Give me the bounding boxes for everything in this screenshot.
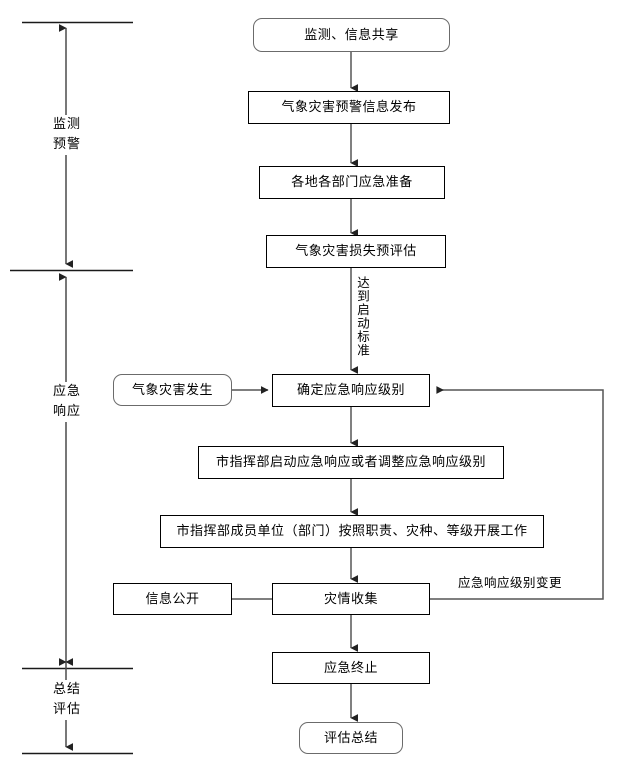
label-activation-standard: 达到启动标准	[355, 276, 370, 364]
phase-label-summary-line2: 评估	[52, 702, 81, 717]
phase-label-monitoring-line2: 预警	[52, 137, 81, 152]
node-info-disclosure[interactable]: 信息公开	[113, 583, 232, 615]
phase-label-response: 应急 响应	[40, 382, 94, 422]
phase-label-monitoring-line1: 监测	[52, 117, 81, 132]
phase-label-response-line2: 响应	[52, 404, 81, 419]
node-emergency-end[interactable]: 应急终止	[272, 652, 430, 684]
phase-label-summary-line1: 总结	[52, 682, 81, 697]
phase-label-summary: 总结 评估	[40, 680, 94, 720]
phase-label-response-line1: 应急	[52, 384, 81, 399]
node-warning-release[interactable]: 气象灾害预警信息发布	[248, 91, 450, 124]
node-hq-activate[interactable]: 市指挥部启动应急响应或者调整应急响应级别	[198, 446, 504, 479]
node-disaster-occurs[interactable]: 气象灾害发生	[113, 374, 232, 406]
node-disaster-collect[interactable]: 灾情收集	[272, 583, 430, 615]
node-emergency-prep[interactable]: 各地各部门应急准备	[259, 166, 445, 199]
node-assess-summary[interactable]: 评估总结	[299, 722, 403, 754]
node-member-units[interactable]: 市指挥部成员单位（部门）按照职责、灾种、等级开展工作	[160, 515, 544, 548]
edge-level-change-feedback	[430, 386, 604, 600]
label-level-change: 应急响应级别变更	[458, 575, 563, 590]
node-monitor-share[interactable]: 监测、信息共享	[253, 18, 450, 52]
node-determine-level[interactable]: 确定应急响应级别	[272, 374, 430, 407]
node-loss-preassess[interactable]: 气象灾害损失预评估	[266, 235, 446, 268]
phase-label-monitoring: 监测 预警	[40, 115, 94, 155]
